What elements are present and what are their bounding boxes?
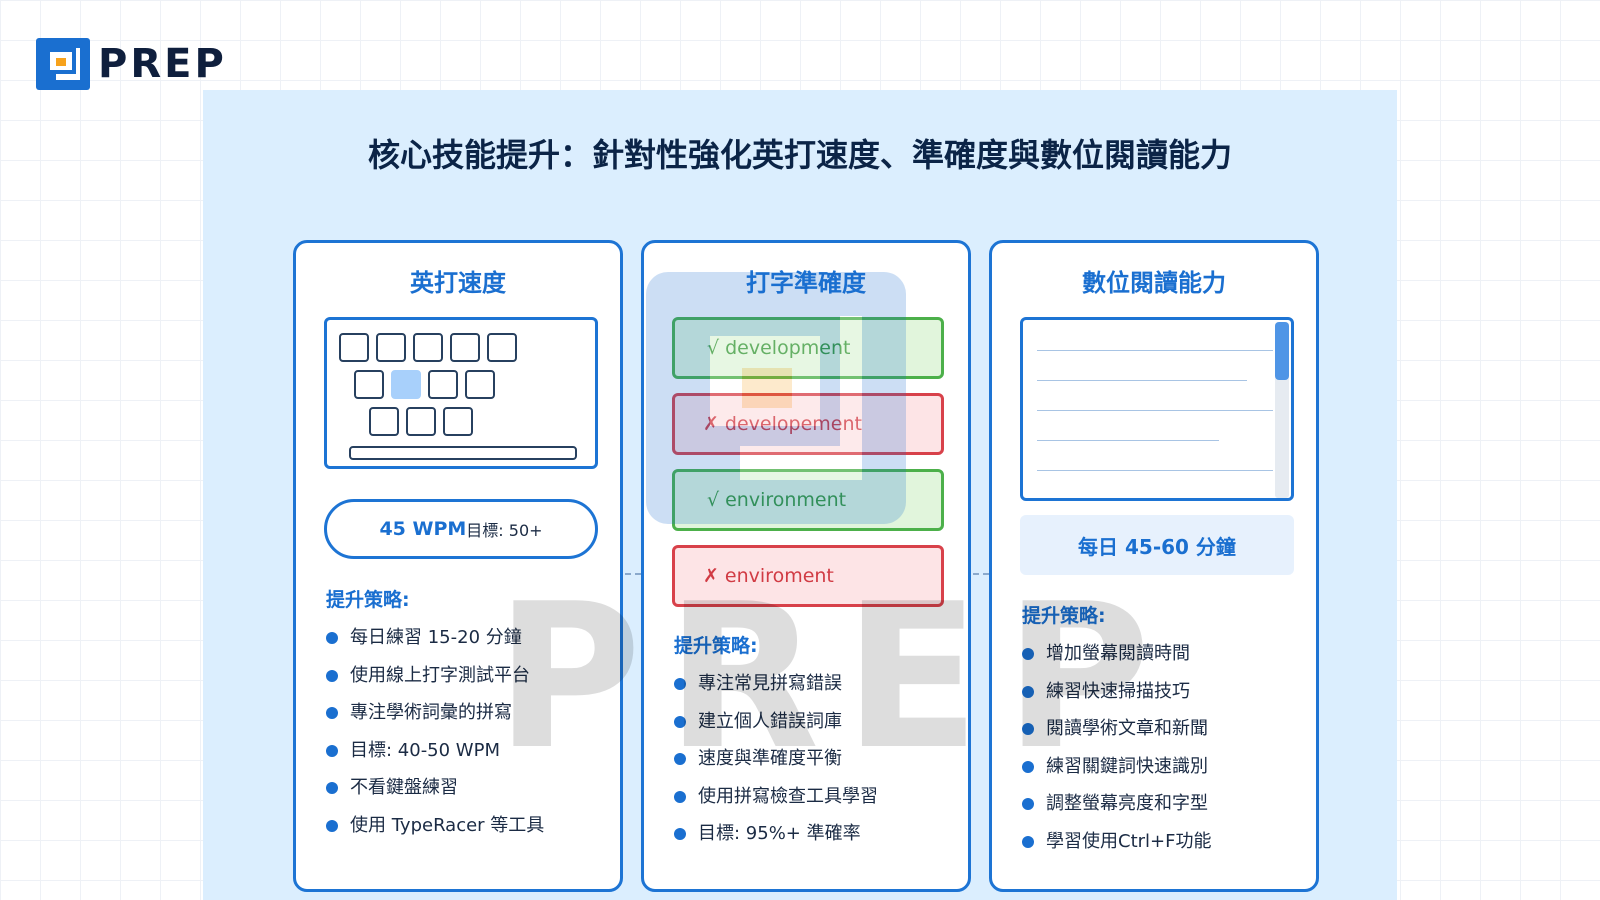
wpm-target: 目標: 50+ (466, 521, 543, 540)
document-illustration (1020, 317, 1294, 501)
list-item: 專注常見拼寫錯誤 (674, 671, 878, 709)
list-item: 使用線上打字測試平台 (326, 663, 544, 701)
keyboard-key (450, 333, 480, 362)
text-line (1037, 350, 1273, 351)
text-line (1037, 470, 1273, 471)
bullet-dot-icon (1022, 760, 1034, 773)
list-item: 目標: 40-50 WPM (326, 738, 544, 776)
card-typing-accuracy: 打字準確度 √ development ✗ developement √ env… (641, 240, 971, 892)
text-line (1037, 380, 1247, 381)
text-line (1037, 410, 1273, 411)
wpm-value: 45 WPM (379, 518, 467, 540)
list-item: 學習使用Ctrl+F功能 (1022, 829, 1211, 867)
bullet-dot-icon (1022, 685, 1034, 698)
strategy-list: 增加螢幕閱讀時間 練習快速掃描技巧 閱讀學術文章和新聞 練習關鍵詞快速識別 調整… (1022, 641, 1211, 867)
brand-name: PREP (98, 41, 227, 87)
page-title: 核心技能提升：針對性強化英打速度、準確度與數位閱讀能力 (367, 136, 1232, 174)
list-item: 增加螢幕閱讀時間 (1022, 641, 1211, 679)
bullet-dot-icon (326, 819, 338, 832)
keyboard-key (339, 333, 369, 362)
word-correct: √ development (672, 317, 944, 379)
keyboard-key (428, 370, 458, 399)
bullet-dot-icon (326, 669, 338, 682)
word-incorrect: ✗ enviroment (672, 545, 944, 607)
card-typing-speed: 英打速度 45 WPM 目標: 50+ 提升策略: 每日練習 15-20 分鐘 … (293, 240, 623, 892)
list-item: 調整螢幕亮度和字型 (1022, 791, 1211, 829)
bullet-dot-icon (1022, 835, 1034, 848)
list-item: 建立個人錯誤詞庫 (674, 709, 878, 747)
card-digital-reading: 數位閱讀能力 每日 45-60 分鐘 提升策略: 增加螢幕閱讀時間 練習快速掃描… (989, 240, 1319, 892)
cross-icon: ✗ (703, 413, 719, 435)
list-item: 閱讀學術文章和新聞 (1022, 716, 1211, 754)
list-item: 專注學術詞彙的拼寫 (326, 700, 544, 738)
bullet-dot-icon (326, 782, 338, 795)
bullet-dot-icon (326, 707, 338, 720)
prep-logo-icon (36, 38, 90, 90)
bullet-dot-icon (674, 715, 686, 728)
keyboard-key (354, 370, 384, 399)
connector-line (973, 573, 989, 575)
cross-icon: ✗ (703, 565, 719, 587)
connector-line (625, 573, 641, 575)
wpm-indicator: 45 WPM 目標: 50+ (324, 499, 598, 559)
keyboard-key (376, 333, 406, 362)
list-item: 練習關鍵詞快速識別 (1022, 754, 1211, 792)
bullet-dot-icon (1022, 648, 1034, 660)
bullet-dot-icon (674, 678, 686, 690)
keyboard-key-active (391, 370, 421, 399)
keyboard-key (465, 370, 495, 399)
bullet-dot-icon (1022, 723, 1034, 736)
bullet-dot-icon (674, 790, 686, 803)
keyboard-key (406, 407, 436, 436)
word-correct: √ environment (672, 469, 944, 531)
strategy-list: 專注常見拼寫錯誤 建立個人錯誤詞庫 速度與準確度平衡 使用拼寫檢查工具學習 目標… (674, 671, 878, 859)
watermark-logo-icon (646, 272, 906, 524)
scrollbar-track (1275, 322, 1289, 498)
bullet-dot-icon (326, 632, 338, 644)
list-item: 使用 TypeRacer 等工具 (326, 813, 544, 851)
strategy-title: 提升策略: (674, 635, 758, 657)
list-item: 每日練習 15-20 分鐘 (326, 625, 544, 663)
check-icon: √ (707, 337, 719, 359)
brand-logo: PREP (36, 38, 227, 90)
word-incorrect: ✗ developement (672, 393, 944, 455)
strategy-list: 每日練習 15-20 分鐘 使用線上打字測試平台 專注學術詞彙的拼寫 目標: 4… (326, 625, 544, 851)
bullet-dot-icon (1022, 798, 1034, 811)
list-item: 練習快速掃描技巧 (1022, 679, 1211, 717)
keyboard-key (413, 333, 443, 362)
strategy-title: 提升策略: (326, 589, 410, 611)
scrollbar-thumb (1275, 322, 1289, 380)
list-item: 使用拼寫檢查工具學習 (674, 784, 878, 822)
keyboard-key (487, 333, 517, 362)
card-title: 英打速度 (410, 269, 506, 297)
strategy-title: 提升策略: (1022, 605, 1106, 627)
bullet-dot-icon (674, 753, 686, 766)
text-line (1037, 440, 1219, 441)
card-title: 打字準確度 (644, 263, 968, 298)
keyboard-key (369, 407, 399, 436)
bullet-dot-icon (326, 744, 338, 757)
keyboard-key (443, 407, 473, 436)
list-item: 速度與準確度平衡 (674, 746, 878, 784)
check-icon: √ (707, 489, 719, 511)
daily-time-badge: 每日 45-60 分鐘 (1020, 515, 1294, 575)
keyboard-illustration (324, 317, 598, 469)
keyboard-spacebar (349, 446, 577, 460)
card-title: 數位閱讀能力 (1082, 269, 1226, 297)
list-item: 目標: 95%+ 準確率 (674, 821, 878, 859)
list-item: 不看鍵盤練習 (326, 775, 544, 813)
bullet-dot-icon (674, 828, 686, 841)
